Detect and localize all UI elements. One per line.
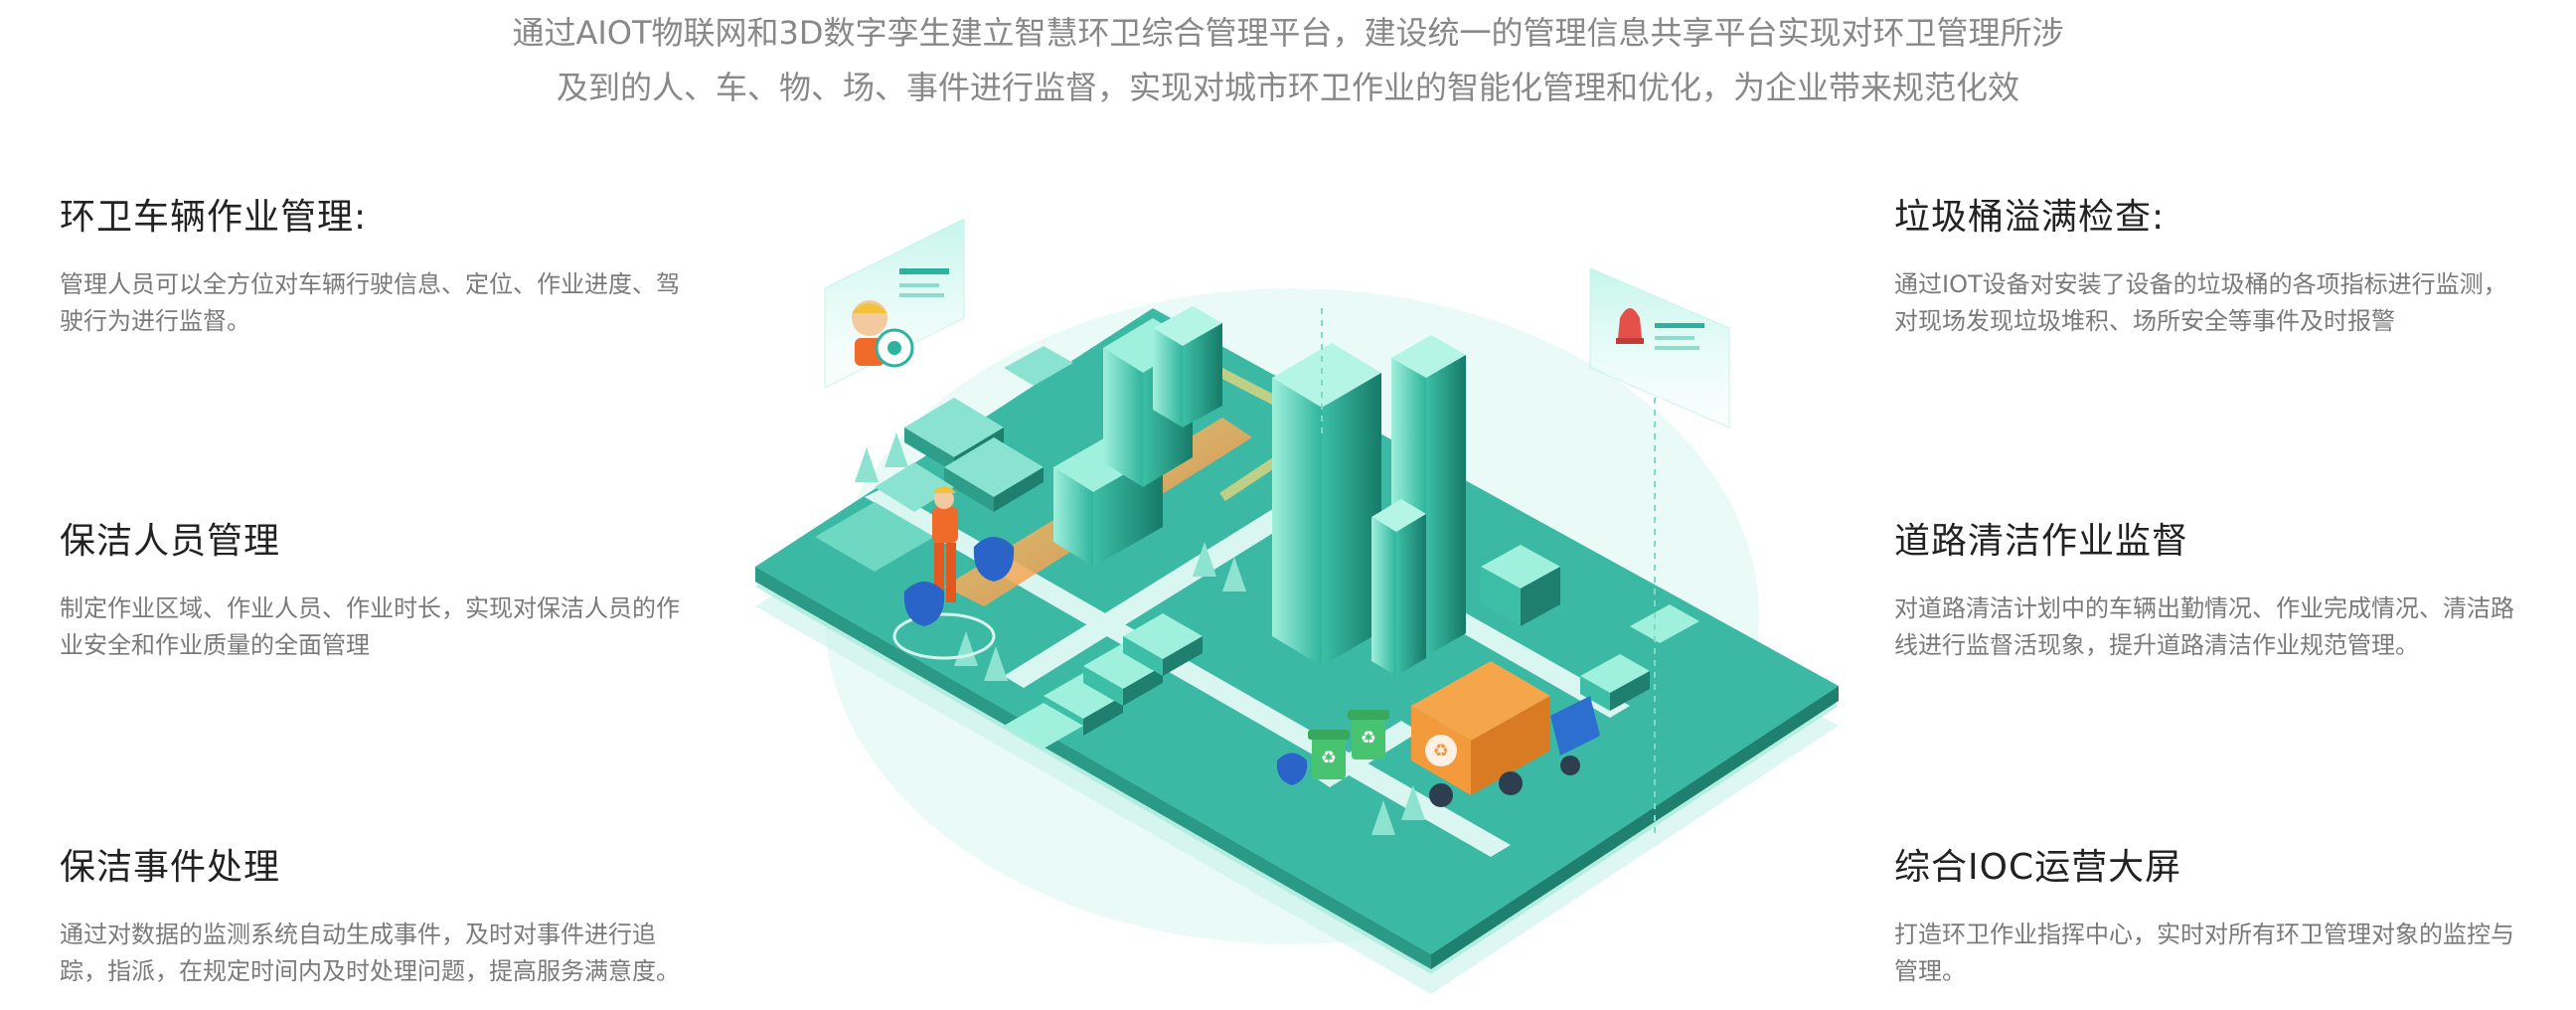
intro-line-2: 及到的人、车、物、场、事件进行监督，实现对城市环卫作业的智能化管理和优化，为企业… [556,69,2019,106]
cleaner-icon [892,486,996,660]
trash-bag-icon [903,537,1308,785]
feature-title: 环卫车辆作业管理: [60,197,368,238]
svg-text:♻: ♻ [1361,728,1376,749]
feature-desc-line-2: 业安全和作业质量的全面管理 [60,631,370,659]
feature-title: 保洁事件处理 [60,847,281,888]
mid-buildings [1053,306,1222,567]
garbage-truck-icon: ♻ [1411,661,1600,807]
feature-title: 垃圾桶溢满检查: [1894,197,2166,238]
worker-card-icon [824,218,965,389]
svg-text:♻: ♻ [1433,741,1449,761]
tall-towers [1272,335,1466,676]
feature-desc-line-2: 线进行监督活现象，提升道路清洁作业规范管理。 [1894,631,2419,659]
smart-sanitation-city-illustration: ♻ ♻ ♻ [755,218,1839,994]
feature-event-handling: 保洁事件处理 通过对数据的监测系统自动生成事件，及时对事件进行追 踪，指派，在规… [60,845,706,990]
intro-text: 通过AIOT物联网和3D数字孪生建立智慧环卫综合管理平台，建设统一的管理信息共享… [417,6,2159,115]
feature-desc-line-2: 管理。 [1894,957,1966,985]
feature-desc-line-2: 踪，指派，在规定时间内及时处理问题，提高服务满意度。 [60,957,680,985]
feature-desc-line-1: 对道路清洁计划中的车辆出勤情况、作业完成情况、清洁路 [1894,594,2514,622]
right-buildings [1481,545,1699,711]
beacon-lines [1321,308,1656,835]
feature-desc-line-1: 管理人员可以全方位对车辆行驶信息、定位、作业进度、驾 [60,270,680,298]
feature-title: 道路清洁作业监督 [1894,521,2189,562]
feature-title: 保洁人员管理 [60,521,281,562]
feature-staff-management: 保洁人员管理 制定作业区域、作业人员、作业时长，实现对保洁人员的作 业安全和作业… [60,519,706,664]
alarm-card-icon [1589,267,1730,428]
svg-text:♻: ♻ [1321,748,1337,768]
feature-ioc-screen: 综合IOC运营大屏 打造环卫作业指挥中心，实时对所有环卫管理对象的监控与 管理。 [1894,845,2530,990]
feature-title: 综合IOC运营大屏 [1894,847,2182,888]
recycle-bin-icon: ♻ ♻ [1308,710,1389,779]
low-buildings [815,346,1073,572]
feature-desc-line-1: 通过IOT设备对安装了设备的垃圾桶的各项指标进行监测， [1894,270,2507,298]
trees [855,432,1425,835]
feature-desc-line-2: 对现场发现垃圾堆积、场所安全等事件及时报警 [1894,307,2395,335]
feature-desc-line-1: 制定作业区域、作业人员、作业时长，实现对保洁人员的作 [60,594,680,622]
feature-road-cleaning-supervision: 道路清洁作业监督 对道路清洁计划中的车辆出勤情况、作业完成情况、清洁路 线进行监… [1894,519,2530,664]
feature-desc-line-2: 驶行为进行监督。 [60,307,250,335]
feature-bin-overflow-check: 垃圾桶溢满检查: 通过IOT设备对安装了设备的垃圾桶的各项指标进行监测， 对现场… [1894,195,2530,340]
feature-desc-line-1: 通过对数据的监测系统自动生成事件，及时对事件进行追 [60,921,656,948]
intro-line-1: 通过AIOT物联网和3D数字孪生建立智慧环卫综合管理平台，建设统一的管理信息共享… [512,14,2064,52]
camera-icon [875,328,914,368]
lower-buildings [1004,613,1203,749]
feature-desc-line-1: 打造环卫作业指挥中心，实时对所有环卫管理对象的监控与 [1894,921,2514,948]
feature-vehicle-management: 环卫车辆作业管理: 管理人员可以全方位对车辆行驶信息、定位、作业进度、驾 驶行为… [60,195,706,340]
